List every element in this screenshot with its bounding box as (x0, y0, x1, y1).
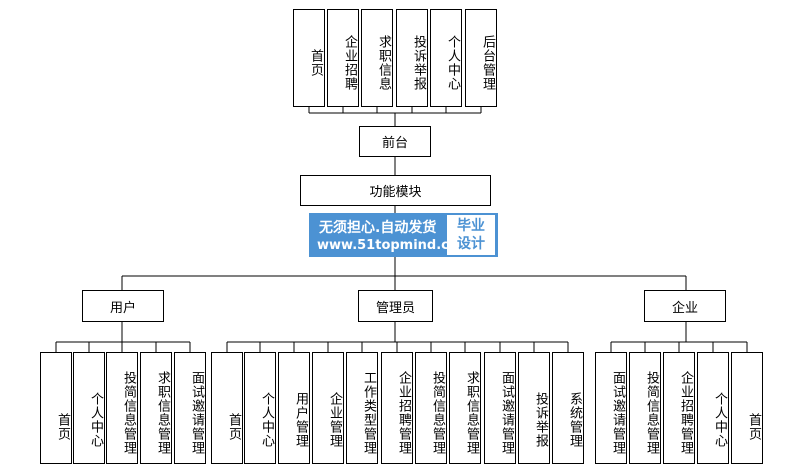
top-item-home: 首页 (293, 9, 325, 107)
top-item-personal-center: 个人中心 (430, 9, 462, 107)
admin-item-interview-management: 面试邀请管理 (484, 352, 516, 464)
watermark-badge: 毕业设计 (447, 215, 495, 255)
company-item-personal-center: 个人中心 (697, 352, 729, 464)
company-item-interview-management: 面试邀请管理 (595, 352, 627, 464)
top-item-job-seeking: 求职信息 (361, 9, 393, 107)
watermark-badge-text: 毕业设计 (457, 218, 485, 252)
frontend-node: 前台 (359, 126, 431, 157)
admin-item-recruitment-management: 企业招聘管理 (381, 352, 413, 464)
top-item-recruitment: 企业招聘 (327, 9, 359, 107)
user-item-job-seeking-management: 求职信息管理 (140, 352, 172, 464)
company-item-home: 首页 (731, 352, 763, 464)
admin-item-job-seeking-management: 求职信息管理 (449, 352, 481, 464)
company-item-application-management: 投简信息管理 (629, 352, 661, 464)
role-user-node: 用户 (82, 290, 164, 322)
role-company-node: 企业 (644, 290, 726, 322)
function-modules-node: 功能模块 (300, 175, 491, 206)
company-item-recruitment-management: 企业招聘管理 (663, 352, 695, 464)
admin-item-personal-center: 个人中心 (244, 352, 276, 464)
user-item-application-management: 投简信息管理 (106, 352, 138, 464)
top-item-complaints: 投诉举报 (396, 9, 428, 107)
admin-item-user-management: 用户管理 (278, 352, 310, 464)
user-item-personal-center: 个人中心 (73, 352, 105, 464)
watermark-url: www.51topmind.com (317, 238, 472, 253)
watermark-banner: 无须担心.自动发货 www.51topmind.com 毕业设计 (309, 213, 498, 257)
admin-item-complaints: 投诉举报 (518, 352, 550, 464)
user-item-interview-management: 面试邀请管理 (174, 352, 206, 464)
admin-item-company-management: 企业管理 (312, 352, 344, 464)
role-admin-node: 管理员 (358, 290, 433, 322)
watermark-slogan: 无须担心.自动发货 (319, 220, 437, 236)
admin-item-application-management: 投简信息管理 (415, 352, 447, 464)
admin-item-job-type-management: 工作类型管理 (346, 352, 378, 464)
top-item-backend-admin: 后台管理 (465, 9, 497, 107)
admin-item-system-management: 系统管理 (552, 352, 584, 464)
admin-item-home: 首页 (211, 352, 243, 464)
user-item-home: 首页 (40, 352, 72, 464)
